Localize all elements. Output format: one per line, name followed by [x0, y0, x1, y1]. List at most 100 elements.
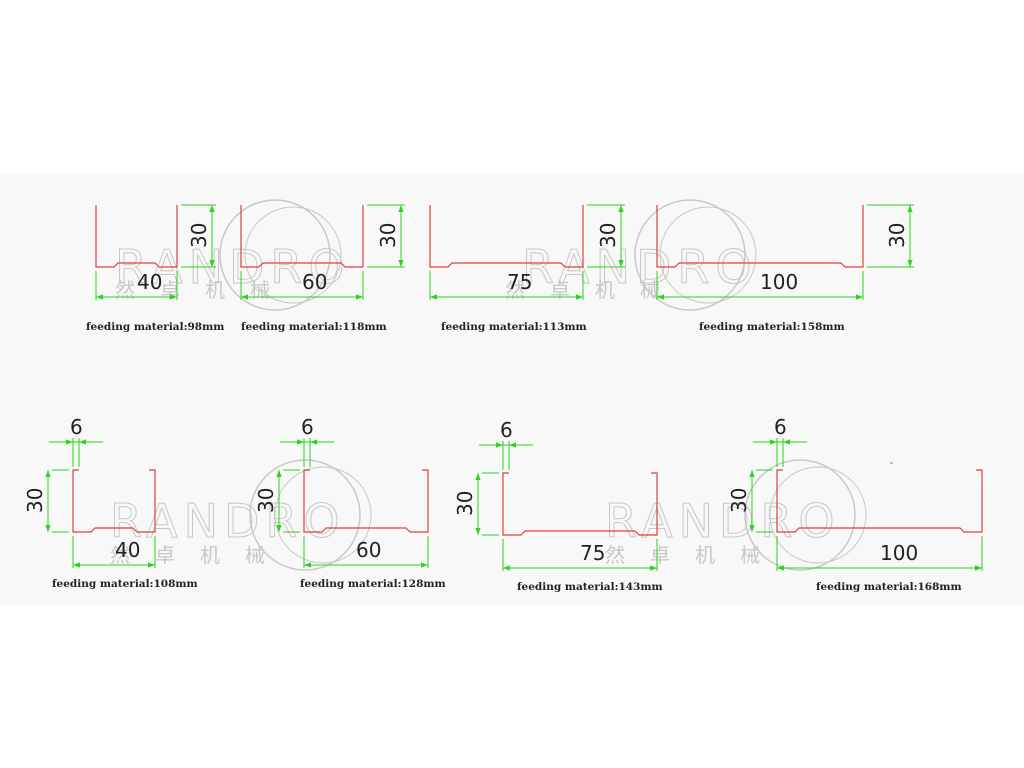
dimension-arrow	[421, 562, 428, 568]
dimension-arrow	[276, 525, 282, 532]
dimension-arrow	[618, 260, 624, 267]
width-dimension-label: 60	[302, 270, 327, 294]
height-dimension-label: 30	[254, 488, 278, 513]
feeding-material-label: feeding material:128mm	[300, 578, 446, 590]
height-dimension-label: 30	[187, 223, 211, 248]
dimension-arrow	[777, 565, 784, 571]
lip-dimension-label: 6	[774, 415, 787, 439]
dimension-arrow	[975, 565, 982, 571]
width-dimension-label: 40	[137, 270, 162, 294]
dimension-arrow	[430, 294, 437, 300]
watermark-circle-icon	[634, 199, 746, 311]
feeding-material-label: feeding material:118mm	[241, 321, 387, 333]
dimension-arrow	[475, 528, 481, 535]
height-dimension-label: 30	[596, 223, 620, 248]
height-dimension-label: 30	[885, 223, 909, 248]
dimension-arrow	[66, 439, 73, 445]
profile-outline	[95, 205, 178, 268]
watermark-circle-icon	[769, 466, 867, 564]
width-dimension-label: 75	[580, 541, 605, 565]
watermark-chinese-char: 械	[740, 543, 760, 567]
dimension-arrow	[96, 294, 103, 300]
height-dimension-label: 30	[23, 488, 47, 513]
watermark-brand: RANDRO	[522, 240, 758, 294]
feeding-material-label: feeding material:168mm	[816, 581, 962, 593]
watermark-chinese-char: 机	[595, 278, 615, 302]
profile-outline	[303, 469, 429, 533]
dimension-arrow	[475, 473, 481, 480]
dimension-arrow	[73, 562, 80, 568]
profile-outline	[502, 472, 658, 536]
dimension-arrow	[45, 525, 51, 532]
feeding-material-label: feeding material:108mm	[52, 578, 198, 590]
profile-u40: 40 30 feeding material:98mm	[86, 204, 224, 333]
profile-u60: 60 30 feeding material:118mm	[240, 204, 405, 333]
watermark-chinese-char: 械	[250, 278, 270, 302]
dimension-arrow	[618, 205, 624, 212]
lip-dimension-label: 6	[500, 418, 513, 442]
profile-outline	[776, 469, 983, 533]
dimension-arrow	[749, 470, 755, 477]
dimension-arrow	[509, 442, 516, 448]
dimension-arrow	[496, 442, 503, 448]
height-dimension-label: 30	[453, 491, 477, 516]
dimension-arrow	[356, 294, 363, 300]
watermark-circle-icon	[659, 206, 757, 304]
dimension-arrow	[276, 470, 282, 477]
watermark-chinese-char: 然	[110, 543, 130, 567]
dimension-arrow	[310, 439, 317, 445]
lip-dimension-label: 6	[301, 415, 314, 439]
dimension-arrow	[856, 294, 863, 300]
dimension-arrow	[304, 562, 311, 568]
profile-outline	[240, 205, 364, 268]
watermark-chinese-char: 然	[115, 278, 135, 302]
profile-outline	[656, 205, 864, 268]
watermark-chinese-char: 卓	[155, 543, 175, 567]
watermark-chinese-char: 卓	[650, 543, 670, 567]
dimension-arrow	[398, 205, 404, 212]
watermark-chinese-char: 械	[640, 278, 660, 302]
dimension-arrow	[209, 260, 215, 267]
watermark-brand: RANDRO	[115, 240, 351, 294]
profile-c60: 60 30 6 feeding material:128mm	[254, 415, 446, 590]
dimension-arrow	[770, 439, 777, 445]
dimension-arrow	[241, 294, 248, 300]
watermark-chinese-char: 机	[205, 278, 225, 302]
dimension-arrow	[209, 205, 215, 212]
width-dimension-label: 100	[880, 541, 918, 565]
watermark-circle-icon	[274, 466, 372, 564]
feeding-material-label: feeding material:98mm	[86, 321, 224, 333]
watermark-brand: RANDRO	[605, 494, 841, 548]
dimension-arrow	[148, 562, 155, 568]
profile-u75: 75 30 feeding material:113mm	[429, 204, 625, 333]
height-dimension-label: 30	[727, 488, 751, 513]
randro-watermark: RANDRO然卓机械	[110, 459, 372, 571]
profile-outline	[72, 469, 156, 533]
dimension-arrow	[907, 260, 913, 267]
dimension-arrow	[398, 260, 404, 267]
watermark-chinese-char: 机	[695, 543, 715, 567]
width-dimension-label: 60	[356, 538, 381, 562]
dimension-arrow	[503, 565, 510, 571]
lip-dimension-label: 6	[70, 415, 83, 439]
watermark-chinese-char: 然	[505, 278, 525, 302]
dimension-arrow	[749, 525, 755, 532]
width-dimension-label: 75	[507, 270, 532, 294]
width-dimension-label: 100	[760, 270, 798, 294]
drawing-sheet	[0, 175, 1024, 605]
watermark-chinese-char: 械	[245, 543, 265, 567]
randro-watermark: RANDRO然卓机械	[505, 199, 758, 311]
watermark-chinese-char: 卓	[160, 278, 180, 302]
watermark-chinese-char: 然	[605, 543, 625, 567]
feeding-material-label: feeding material:113mm	[441, 321, 587, 333]
watermark-brand: RANDRO	[110, 494, 346, 548]
watermark-circle-icon	[249, 459, 361, 571]
dimension-arrow	[45, 470, 51, 477]
height-dimension-label: 30	[376, 223, 400, 248]
dimension-arrow	[576, 294, 583, 300]
